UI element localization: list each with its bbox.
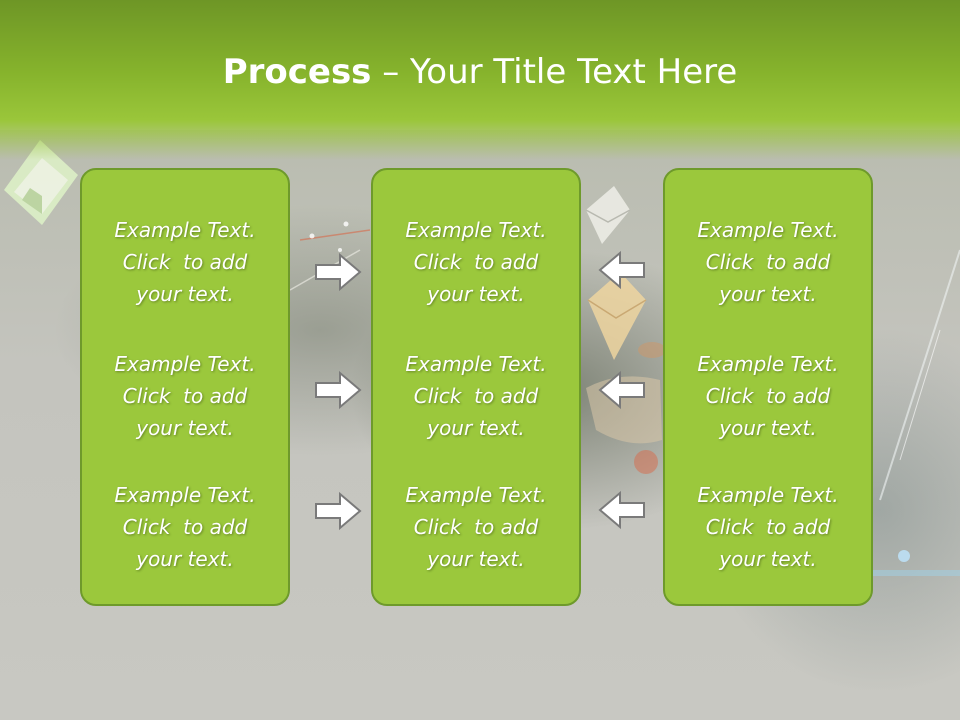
text-line: Example Text.	[697, 483, 839, 507]
text-line: Example Text.	[114, 352, 256, 376]
text-line: your text.	[427, 416, 525, 440]
header-band	[0, 0, 960, 160]
text-line: your text.	[719, 547, 817, 571]
text-line: Click to add	[413, 384, 539, 408]
text-line: your text.	[136, 282, 234, 306]
text-block[interactable]: Example Text. Click to add your text.	[82, 214, 288, 310]
text-block[interactable]: Example Text. Click to add your text.	[82, 348, 288, 444]
text-block[interactable]: Example Text. Click to add your text.	[373, 348, 579, 444]
slide-title-rest: – Your Title Text Here	[371, 52, 738, 92]
text-line: your text.	[427, 547, 525, 571]
text-line: Example Text.	[697, 352, 839, 376]
text-line: Click to add	[122, 250, 248, 274]
text-line: Example Text.	[114, 483, 256, 507]
right-arrow-icon	[315, 252, 362, 292]
process-column-right[interactable]: Example Text. Click to add your text. Ex…	[663, 168, 873, 606]
text-line: Example Text.	[405, 483, 547, 507]
text-line: your text.	[719, 416, 817, 440]
slide-title-bold: Process	[222, 52, 372, 92]
text-block[interactable]: Example Text. Click to add your text.	[665, 214, 871, 310]
right-arrow-icon	[315, 491, 362, 531]
text-line: Click to add	[122, 384, 248, 408]
envelope-icon	[585, 186, 631, 244]
text-block[interactable]: Example Text. Click to add your text.	[665, 348, 871, 444]
text-line: Example Text.	[405, 218, 547, 242]
text-line: Click to add	[705, 515, 831, 539]
right-arrow-icon	[315, 370, 362, 410]
text-line: Click to add	[413, 250, 539, 274]
text-line: Example Text.	[697, 218, 839, 242]
text-block[interactable]: Example Text. Click to add your text.	[373, 479, 579, 575]
text-line: Example Text.	[405, 352, 547, 376]
left-arrow-icon	[598, 490, 645, 530]
text-line: your text.	[136, 547, 234, 571]
left-arrow-icon	[598, 250, 645, 290]
text-line: your text.	[427, 282, 525, 306]
text-line: Click to add	[705, 250, 831, 274]
text-block[interactable]: Example Text. Click to add your text.	[373, 214, 579, 310]
house-icon	[4, 140, 78, 225]
text-line: your text.	[136, 416, 234, 440]
envelope-icon	[587, 272, 647, 360]
text-line: Click to add	[122, 515, 248, 539]
text-line: Click to add	[413, 515, 539, 539]
text-line: Click to add	[705, 384, 831, 408]
left-arrow-icon	[598, 370, 645, 410]
text-block[interactable]: Example Text. Click to add your text.	[665, 479, 871, 575]
process-column-left[interactable]: Example Text. Click to add your text. Ex…	[80, 168, 290, 606]
process-column-middle[interactable]: Example Text. Click to add your text. Ex…	[371, 168, 581, 606]
slide-title: Process – Your Title Text Here	[0, 52, 960, 92]
text-line: Example Text.	[114, 218, 256, 242]
text-line: your text.	[719, 282, 817, 306]
text-block[interactable]: Example Text. Click to add your text.	[82, 479, 288, 575]
